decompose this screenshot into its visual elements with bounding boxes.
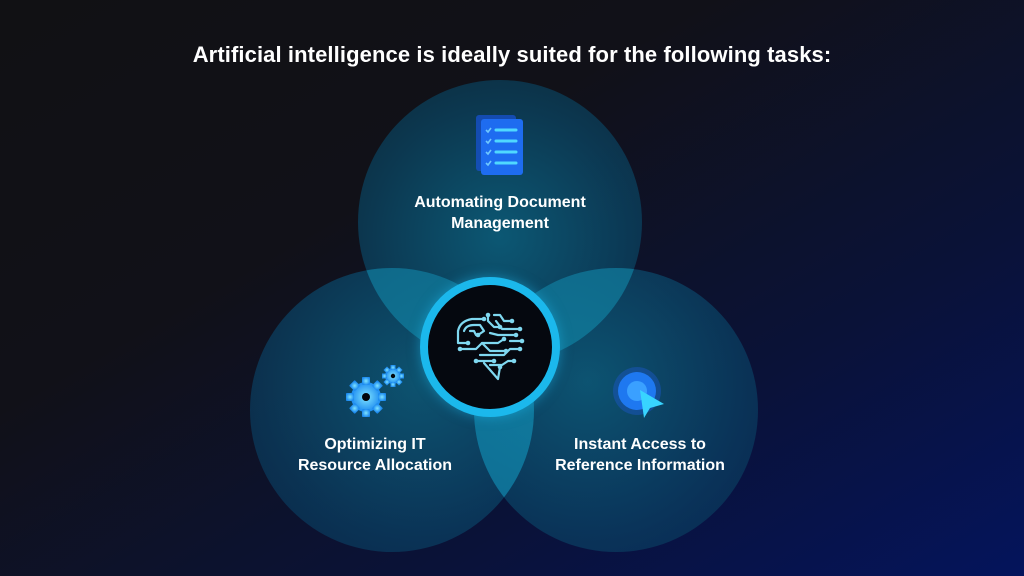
center-hub (420, 277, 560, 417)
label-document-management: Automating Document Management (380, 192, 620, 234)
label-it-resource-allocation: Optimizing IT Resource Allocation (270, 434, 480, 476)
label-line: Resource Allocation (297, 457, 453, 474)
target-cursor-icon (613, 367, 664, 418)
gears-icon (346, 365, 404, 417)
label-line: Automating Document (414, 194, 586, 211)
label-reference-information: Instant Access to Reference Information (530, 434, 750, 476)
circuit-brain-icon (456, 312, 525, 381)
label-line: Instant Access to (574, 436, 706, 453)
label-line: Optimizing IT (324, 436, 426, 453)
document-checklist-icon (476, 115, 523, 175)
label-line: Reference Information (555, 457, 725, 474)
page-title: Artificial intelligence is ideally suite… (192, 42, 832, 67)
label-line: Management (451, 215, 549, 232)
